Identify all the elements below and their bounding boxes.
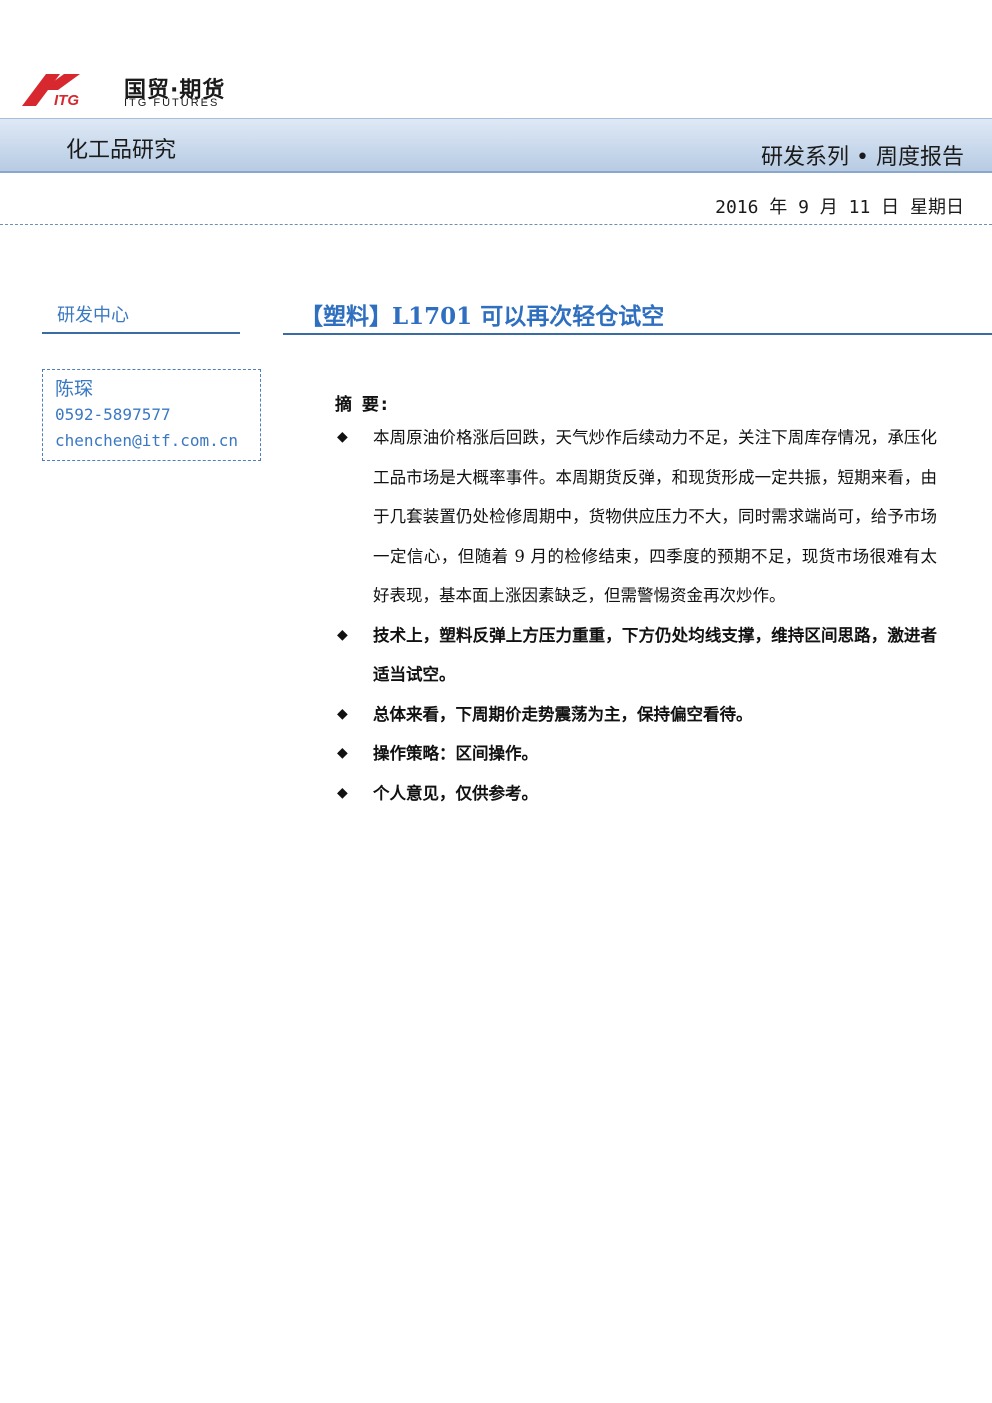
- logo-mark-text: ITG: [54, 92, 79, 108]
- analyst-email[interactable]: chenchen@itf.com.cn: [55, 431, 239, 450]
- summary-bullet: ◆ 技术上，塑料反弹上方压力重重，下方仍处均线支撑，维持区间思路，激进者适当试空。: [337, 616, 937, 695]
- itg-logo-icon: ITG: [22, 74, 80, 108]
- header-band: 化工品研究 研发系列 • 周度报告: [0, 118, 992, 173]
- diamond-bullet-icon: ◆: [337, 705, 348, 722]
- summary-bullet-text: 技术上，塑料反弹上方压力重重，下方仍处均线支撑，维持区间思路，激进者适当试空。: [373, 625, 937, 685]
- analyst-phone: 0592-5897577: [55, 405, 171, 424]
- research-center-underline: [42, 332, 240, 334]
- research-center-label: 研发中心: [57, 305, 129, 326]
- logo-name-en: ITG FUTURES: [124, 97, 220, 109]
- summary-bullet-text: 个人意见，仅供参考。: [373, 783, 538, 803]
- report-title: 【塑料】L1701 可以再次轻仓试空: [300, 303, 665, 330]
- diamond-bullet-icon: ◆: [337, 745, 348, 761]
- summary-bullet: ◆ 本周原油价格涨后回跌，天气炒作后续动力不足，关注下周库存情况，承压化工品市场是…: [337, 418, 937, 616]
- summary-bullet: ◆ 个人意见，仅供参考。: [337, 774, 937, 814]
- summary-bullet-text: 操作策略：区间操作。: [373, 744, 538, 763]
- company-logo: ITG 国贸·期货 ITG FUTURES: [20, 70, 224, 110]
- diamond-bullet-icon: ◆: [337, 784, 348, 801]
- diamond-bullet-icon: ◆: [337, 626, 348, 643]
- logo-name-cn: 国贸·期货: [124, 78, 226, 103]
- report-date: 2016 年 9 月 11 日 星期日: [715, 197, 964, 218]
- summary-heading: 摘 要:: [335, 395, 390, 415]
- title-underline: [283, 333, 992, 335]
- summary-bullet-list: ◆ 本周原油价格涨后回跌，天气炒作后续动力不足，关注下周库存情况，承压化工品市场是…: [337, 418, 937, 813]
- summary-bullet: ◆ 总体来看，下周期价走势震荡为主，保持偏空看待。: [337, 695, 937, 735]
- diamond-bullet-icon: ◆: [337, 429, 348, 445]
- header-divider: [0, 224, 992, 225]
- analyst-name: 陈琛: [55, 378, 94, 400]
- analyst-contact-box: 陈琛 0592-5897577 chenchen@itf.com.cn: [42, 369, 261, 461]
- summary-bullet-text: 总体来看，下周期价走势震荡为主，保持偏空看待。: [373, 704, 753, 724]
- summary-bullet: ◆ 操作策略：区间操作。: [337, 734, 937, 774]
- summary-bullet-text: 本周原油价格涨后回跌，天气炒作后续动力不足，关注下周库存情况，承压化工品市场是大…: [373, 428, 937, 605]
- report-series: 研发系列 • 周度报告: [761, 145, 964, 170]
- report-category: 化工品研究: [66, 138, 177, 163]
